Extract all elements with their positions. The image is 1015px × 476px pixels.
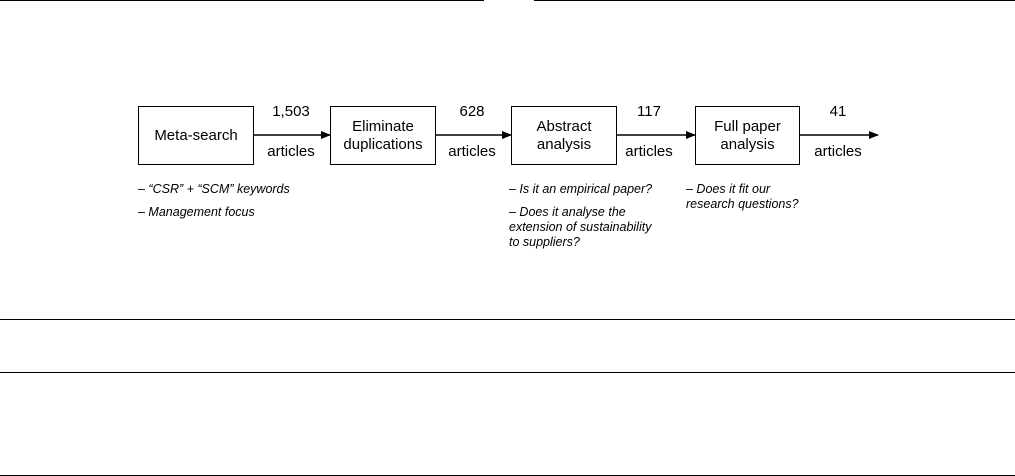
note-research-questions: – Does it fit our research questions?: [686, 182, 799, 211]
count-label-3: 117 articles: [604, 82, 694, 182]
count-number: 41: [829, 103, 847, 120]
separator-rule-1: [0, 319, 1015, 320]
count-label-2: 628 articles: [427, 82, 517, 182]
step-label: Meta-search: [154, 126, 238, 144]
step-abstract-analysis: Abstract analysis: [511, 106, 617, 165]
step-full-paper-analysis: Full paper analysis: [695, 106, 800, 165]
count-number: 628: [459, 103, 485, 120]
top-rule-right: [534, 0, 1015, 1]
note-empirical: – Is it an empirical paper?: [509, 182, 653, 196]
count-number: 1,503: [272, 103, 310, 120]
step-meta-search: Meta-search: [138, 106, 254, 165]
count-unit: articles: [448, 143, 496, 160]
note-management-focus: – Management focus: [138, 205, 255, 219]
top-rule-left: [0, 0, 484, 1]
note-keywords: – “CSR” + “SCM” keywords: [138, 182, 290, 196]
step-label: Full paper analysis: [714, 117, 781, 153]
count-unit: articles: [625, 143, 673, 160]
separator-rule-2: [0, 372, 1015, 373]
step-label: Abstract analysis: [536, 117, 592, 153]
note-sustainability: – Does it analyse the extension of susta…: [509, 205, 652, 249]
count-number: 117: [637, 103, 661, 120]
count-label-4: 41 articles: [793, 82, 883, 182]
count-unit: articles: [267, 143, 315, 160]
count-label-1: 1,503 articles: [246, 82, 336, 182]
step-label: Eliminate duplications: [343, 117, 423, 153]
count-unit: articles: [814, 143, 862, 160]
step-eliminate-duplications: Eliminate duplications: [330, 106, 436, 165]
